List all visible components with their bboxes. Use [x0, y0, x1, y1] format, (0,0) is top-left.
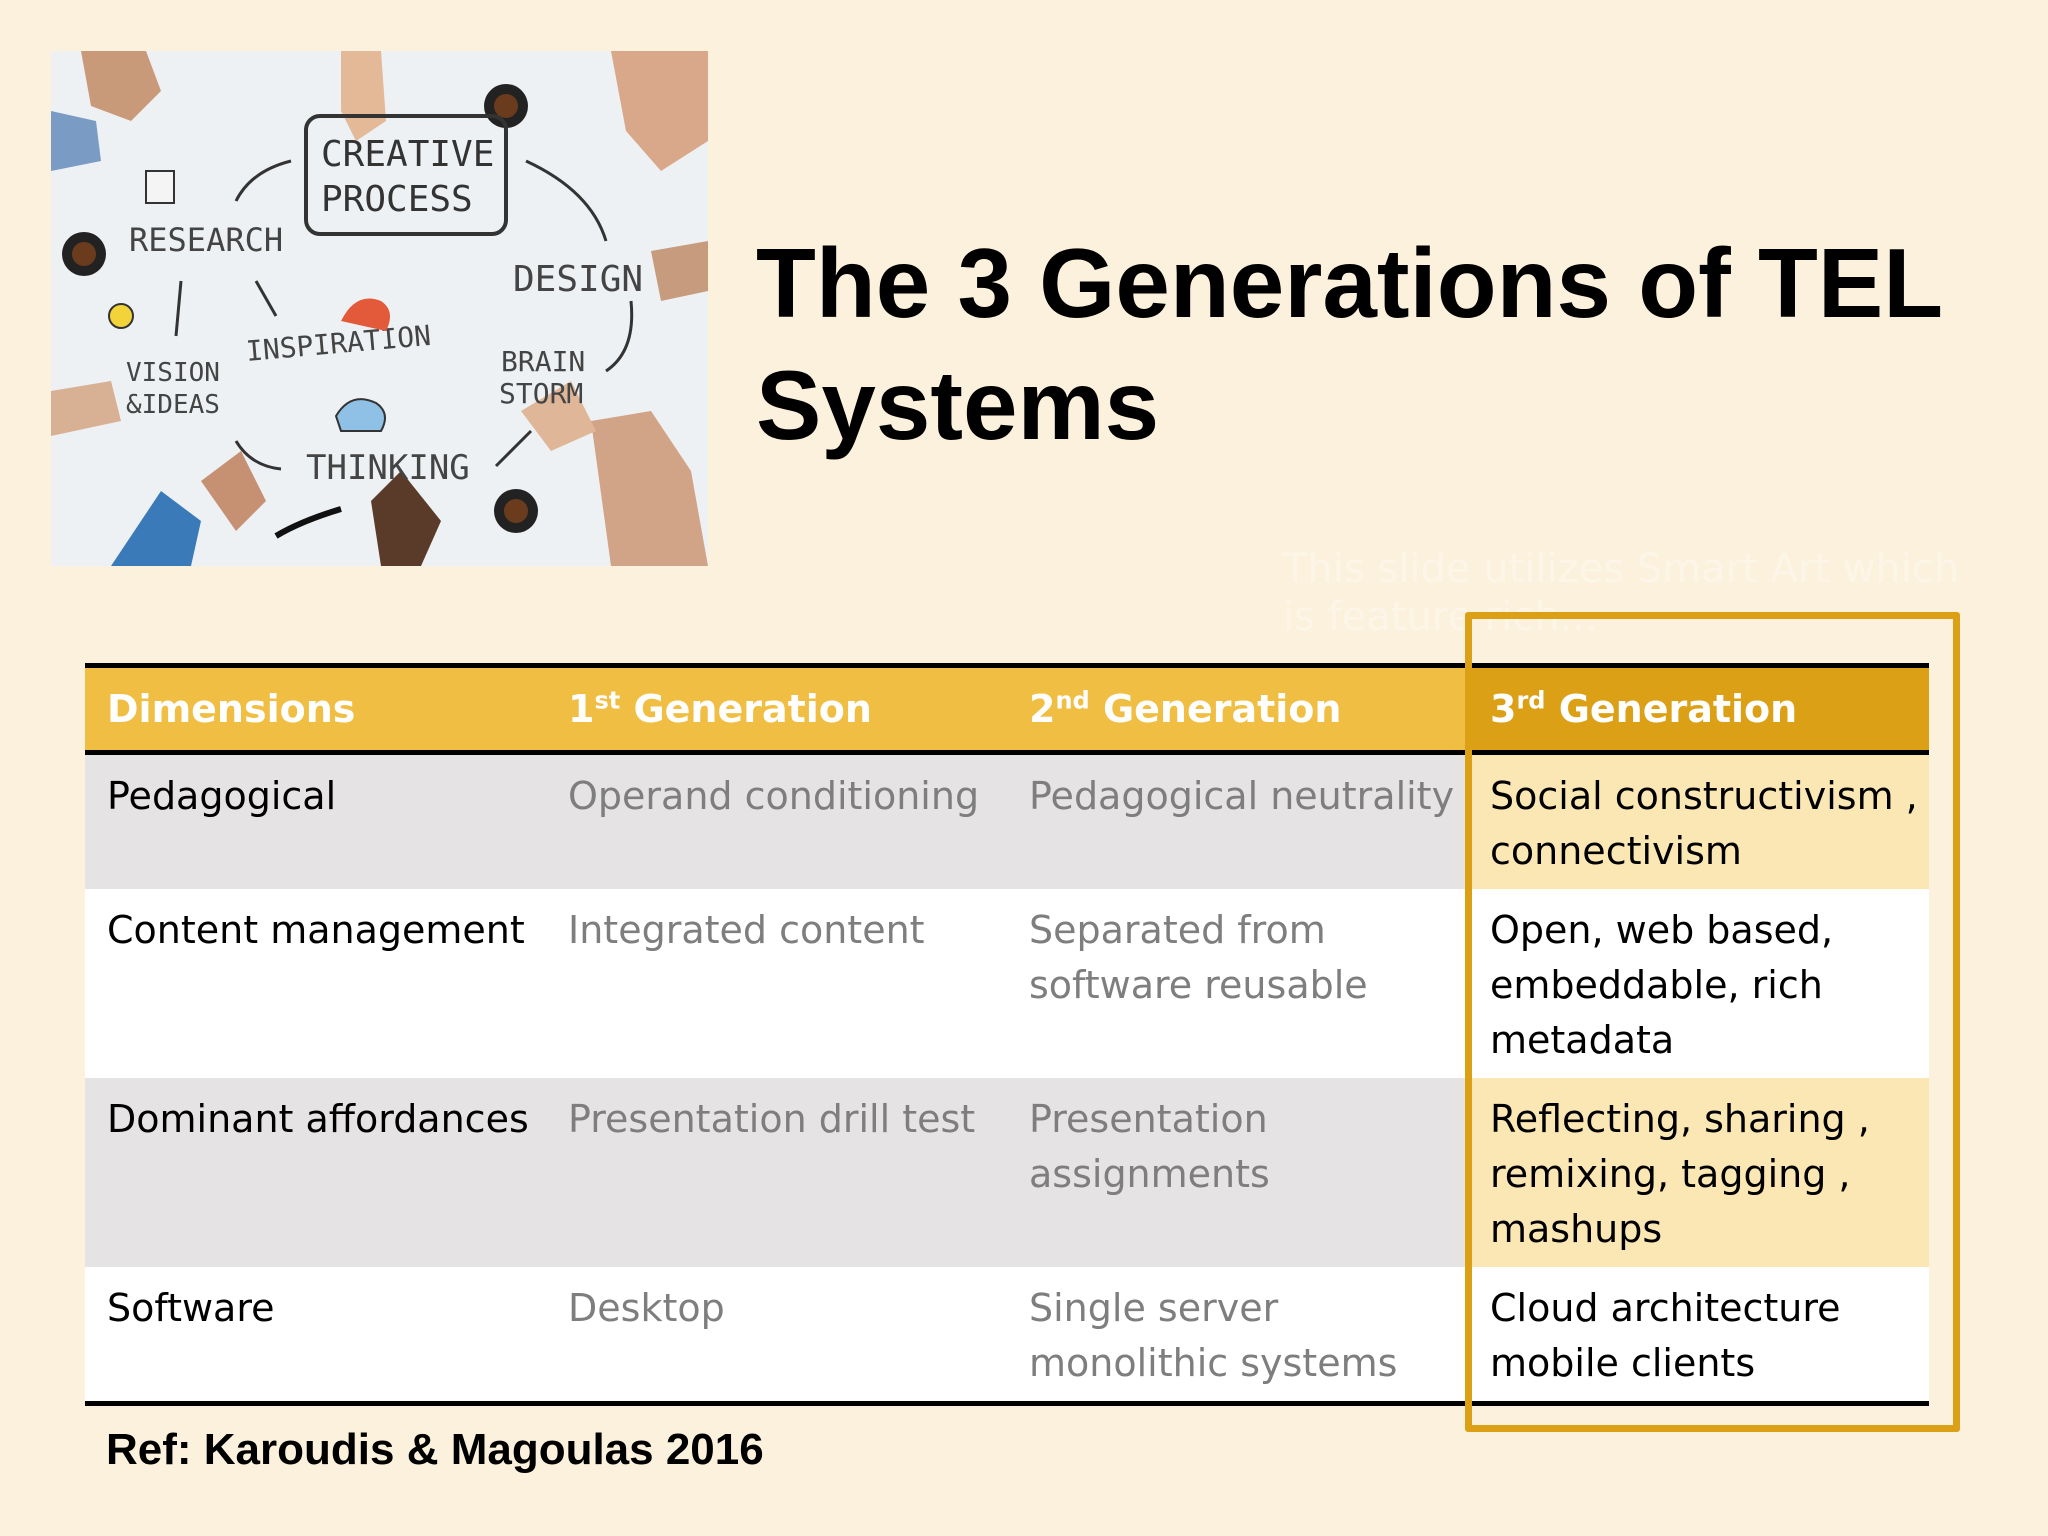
illustration-word-storm: STORM — [499, 377, 583, 410]
cell-2nd-generation: Separated from software reusable — [1007, 889, 1468, 1078]
cell-2nd-generation: Single server monolithic systems — [1007, 1267, 1468, 1406]
reference-citation: Ref: Karoudis & Magoulas 2016 — [106, 1425, 764, 1474]
header-3-text: Generation — [1545, 686, 1798, 731]
header-2-text: Generation — [1089, 686, 1342, 731]
header-1-number: 1 — [568, 686, 595, 731]
cell-1st-generation: Desktop — [546, 1267, 1007, 1406]
header-1-suffix: st — [594, 685, 621, 714]
generations-table-container: Dimensions 1st Generation 2nd Generation… — [85, 663, 1929, 1406]
generations-table: Dimensions 1st Generation 2nd Generation… — [85, 663, 1929, 1406]
cell-1st-generation: Integrated content — [546, 889, 1007, 1078]
table-row: Content management Integrated content Se… — [85, 889, 1929, 1078]
cell-3rd-generation: Open, web based, embeddable, rich metada… — [1468, 889, 1929, 1078]
creative-process-drawing: CREATIVE PROCESS RESEARCH DESIGN INSPIRA… — [51, 51, 708, 566]
illustration-word-design: DESIGN — [513, 259, 643, 300]
smartart-placeholder-text: This slide utilizes Smart Art which is f… — [1283, 546, 1960, 640]
header-dimensions-text: Dimensions — [107, 686, 356, 731]
header-2-number: 2 — [1029, 686, 1056, 731]
header-3-number: 3 — [1490, 686, 1517, 731]
cell-2nd-generation: Pedagogical neutrality — [1007, 752, 1468, 889]
cell-2nd-generation: Presentation assignments — [1007, 1078, 1468, 1267]
header-2nd-generation: 2nd Generation — [1007, 663, 1468, 755]
cell-1st-generation: Operand conditioning — [546, 752, 1007, 889]
cell-3rd-generation: Reflecting, sharing , remixing, tagging … — [1468, 1078, 1929, 1267]
cell-dimension: Software — [85, 1267, 546, 1406]
table-row: Dominant affordances Presentation drill … — [85, 1078, 1929, 1267]
illustration-word-ideas: &IDEAS — [126, 390, 220, 420]
cell-dimension: Content management — [85, 889, 546, 1078]
illustration-word-brain: BRAIN — [501, 345, 585, 378]
table-row: Software Desktop Single server monolithi… — [85, 1267, 1929, 1406]
header-1-text: Generation — [620, 686, 872, 731]
header-2-suffix: nd — [1055, 685, 1090, 714]
cell-dimension: Pedagogical — [85, 752, 546, 889]
header-3-suffix: rd — [1516, 685, 1546, 714]
header-3rd-generation: 3rd Generation — [1468, 663, 1929, 755]
cell-dimension: Dominant affordances — [85, 1078, 546, 1267]
illustration-word-thinking: THINKING — [306, 448, 470, 488]
header-dimensions: Dimensions — [85, 663, 546, 755]
table-row: Pedagogical Operand conditioning Pedagog… — [85, 752, 1929, 889]
cell-1st-generation: Presentation drill test — [546, 1078, 1007, 1267]
illustration-center-word-1: CREATIVE — [321, 134, 494, 175]
slide-title: The 3 Generations of TEL Systems — [756, 228, 1942, 460]
illustration-word-vision: VISION — [126, 358, 220, 388]
illustration-word-research: RESEARCH — [129, 221, 283, 259]
creative-process-image: CREATIVE PROCESS RESEARCH DESIGN INSPIRA… — [51, 51, 708, 566]
illustration-center-word-2: PROCESS — [321, 179, 473, 220]
cell-3rd-generation: Cloud architecture mobile clients — [1468, 1267, 1929, 1406]
table-header-row: Dimensions 1st Generation 2nd Generation… — [85, 663, 1929, 755]
header-1st-generation: 1st Generation — [546, 663, 1007, 755]
cell-3rd-generation: Social constructivism , connectivism — [1468, 752, 1929, 889]
